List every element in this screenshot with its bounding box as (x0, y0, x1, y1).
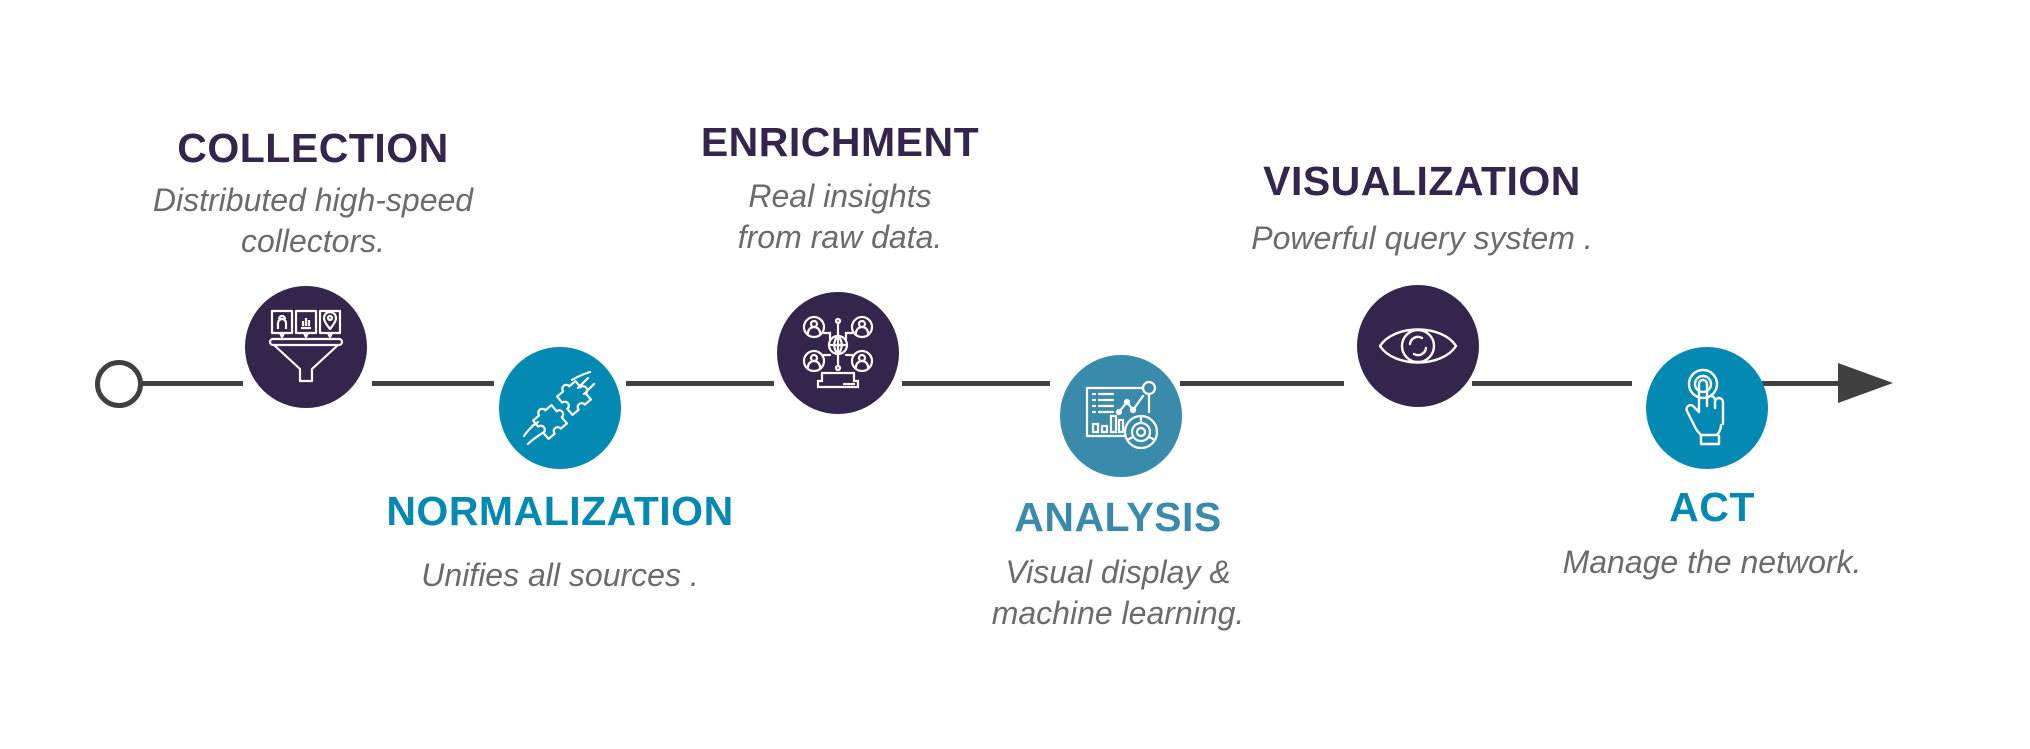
stage-title-analysis: ANALYSIS (1014, 494, 1222, 540)
timeline-segment (138, 381, 243, 386)
stage-description-analysis: Visual display & machine learning. (992, 552, 1245, 634)
description-line: machine learning. (991, 595, 1245, 631)
stage-description-act: Manage the network. (1563, 542, 1862, 583)
stage-title-enrichment: ENRICHMENT (700, 119, 980, 165)
description-line: Distributed high-speed (152, 182, 474, 218)
timeline-segment (1472, 381, 1632, 386)
description-line: collectors. (240, 223, 386, 259)
puzzle-hands-icon (522, 370, 596, 446)
timeline-segment (902, 381, 1050, 386)
description-line: Manage the network. (1562, 544, 1862, 580)
stage-description-visualization: Powerful query system . (1251, 218, 1592, 259)
funnel-data-icon (268, 309, 344, 383)
timeline-arrow-head-icon (1838, 363, 1893, 403)
description-line: Powerful query system . (1251, 220, 1593, 256)
stage-title-act: ACT (1669, 484, 1755, 530)
stage-title-normalization: NORMALIZATION (386, 488, 734, 534)
touch-hand-icon (1685, 368, 1725, 446)
stage-description-collection: Distributed high-speed collectors. (153, 180, 473, 262)
timeline-start-marker (95, 360, 143, 408)
timeline-segment (1180, 381, 1344, 386)
eye-icon (1378, 328, 1458, 364)
stage-node-act (1646, 347, 1768, 469)
timeline-segment (626, 381, 774, 386)
description-line: Real insights (748, 178, 932, 214)
stage-description-normalization: Unifies all sources . (421, 555, 698, 596)
stage-node-analysis (1060, 355, 1182, 477)
stage-title-visualization: VISUALIZATION (1263, 158, 1581, 204)
description-line: Visual display & (1005, 554, 1231, 590)
stage-node-visualization (1357, 285, 1479, 407)
stage-node-enrichment (777, 292, 899, 414)
stage-node-normalization (499, 347, 621, 469)
stage-title-collection: COLLECTION (177, 125, 449, 171)
stage-node-collection (245, 286, 367, 408)
dashboard-analytics-icon (1085, 380, 1159, 450)
timeline-segment (1762, 381, 1852, 386)
network-users-globe-icon (802, 315, 874, 389)
timeline-segment (372, 381, 494, 386)
description-line: Unifies all sources . (421, 557, 699, 593)
description-line: from raw data. (737, 219, 943, 255)
stage-description-enrichment: Real insights from raw data. (738, 176, 943, 258)
